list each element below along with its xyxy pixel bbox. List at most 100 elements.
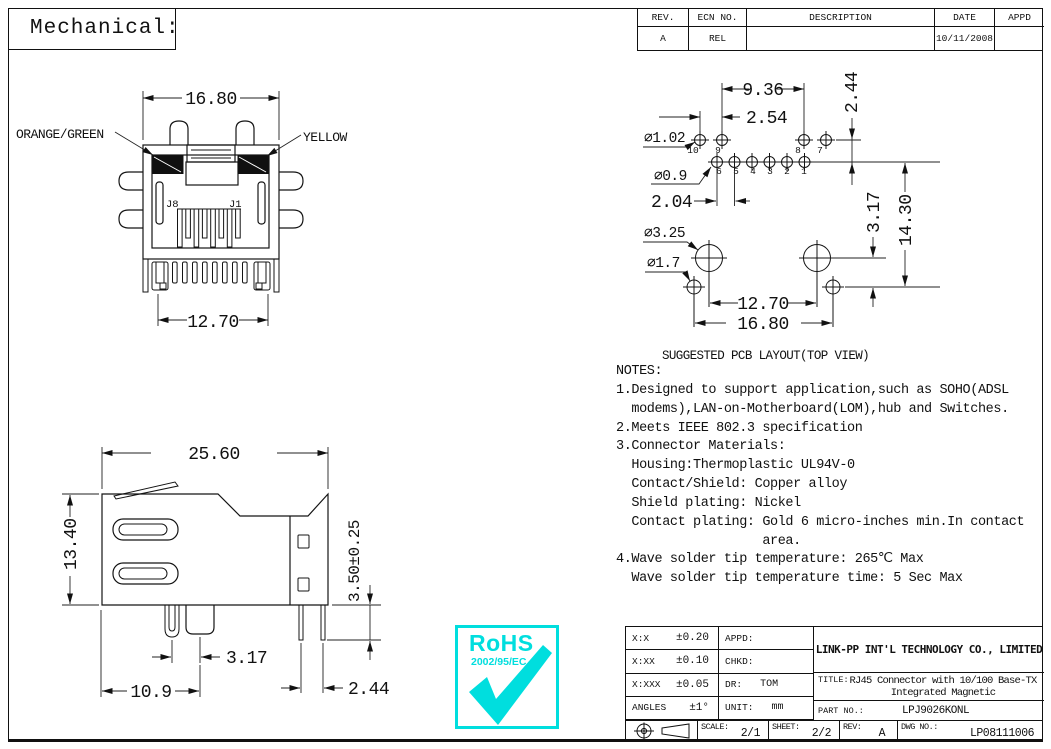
tolerance-value: ±1° [689,701,709,714]
rohs-checkmark [469,645,552,725]
company-name: LINK-PP INT'L TECHNOLOGY CO., LIMITED [814,627,1044,673]
drawing-title-line2: Integrated Magnetic [890,687,996,699]
rev-cell-appd [994,27,1044,50]
dwg-no-value: LP08111006 [969,726,1035,740]
drawing-title-line1: RJ45 Connector with 10/100 Base-TX [849,675,1037,687]
tolerance-value: ±0.20 [675,632,709,645]
rohs-directive: 2002/95/EC [471,656,527,668]
title-label: TITLE: [818,675,849,685]
pcb-layout-caption: SUGGESTED PCB LAYOUT(TOP VIEW) [662,349,869,363]
rev-header-appd: APPD [994,8,1044,27]
hole-number-9: 9 [715,145,721,156]
rev-cell-ecn: REL [688,27,746,50]
pin-label-j8: J8 [166,199,179,211]
dim-pcb-3-17: 3.17 [865,192,885,233]
unit-label: UNIT: [725,702,754,714]
sheet-value: 2/2 [811,726,832,740]
notes-block: NOTES: 1.Designed to support application… [616,363,1048,589]
dr-label: DR: [725,679,743,691]
tolerance-table: X:X ±0.20 APPD: X:XX ±0.10 CHKD: X:XXX ±… [626,627,814,720]
tolerance-row-xx: X:XX ±0.10 [626,650,719,674]
note-line: 3.Connector Materials: [616,439,786,455]
dim-side-25-60: 25.60 [188,445,240,465]
part-no-label: PART NO.: [818,705,864,716]
note-line: Contact plating: Gold 6 micro-inches min… [616,514,1025,530]
dwg-no-cell: DWG NO.: LP08111006 [898,721,1042,741]
side-view-drawing: 25.60 13.40 3.50±0.25 3.17 10.9 2.44 [62,445,390,703]
tolerance-row-angles: ANGLES ±1° [626,696,719,720]
dim-pcb-2-04: 2.04 [651,193,692,213]
tolerance-label: X:XX [632,655,655,667]
title-block: X:X ±0.20 APPD: X:XX ±0.10 CHKD: X:XXX ±… [625,626,1044,741]
rohs-name: RoHS [469,630,534,656]
hole-number-7: 7 [817,145,823,156]
sheet-cell: SHEET: 2/2 [769,721,840,741]
hole-number-6: 6 [716,166,722,177]
dim-pcb-12-70: 12.70 [737,295,789,315]
note-line: Housing:Thermoplastic UL94V-0 [616,458,855,474]
dr-cell: DR: TOM [719,673,814,697]
hole-number-2: 2 [784,166,790,177]
chkd-cell: CHKD: [719,650,814,674]
dim-side-3-50: 3.50±0.25 [346,520,364,602]
hole-number-8: 8 [795,145,801,156]
sheet-title-box: Mechanical: [8,8,179,50]
tolerance-label: X:XXX [632,679,661,691]
dia-label-1-02: ⌀1.02 [644,131,685,147]
led-left-label: ORANGE/GREEN [16,127,104,142]
dim-front-width: 16.80 [185,90,237,110]
dia-label-3-25: ⌀3.25 [644,226,685,242]
hole-number-1: 1 [801,166,807,177]
dim-side-3-17: 3.17 [226,649,267,669]
tolerance-label: ANGLES [632,702,667,714]
sheet-title: Mechanical: [30,17,180,40]
front-view-connector-outline [118,120,304,293]
drawing-title-cell: TITLE: RJ45 Connector with 10/100 Base-T… [814,673,1044,701]
dim-front-pins: 12.70 [187,313,239,333]
note-line: NOTES: [616,364,663,379]
hole-number-4: 4 [750,166,756,177]
chkd-label: CHKD: [725,655,754,667]
led-right-label: YELLOW [303,130,348,145]
front-view-drawing: J8 J1 16.80 12.70 ORANGE/GREEN YELLOW [16,90,348,333]
unit-value: mm [771,702,784,714]
hole-number-10: 10 [687,145,699,156]
scale-label: SCALE: [701,722,729,732]
part-no-value: LPJ9026KONL [902,704,970,717]
rev-header-date: DATE [934,8,994,27]
front-view-led-windows [152,155,269,174]
unit-cell: UNIT: mm [719,696,814,720]
rev-cell: REV: A [840,721,898,741]
note-line: Contact/Shield: Copper alloy [616,477,848,493]
dim-pcb-9-36: 9.36 [742,81,783,101]
rev-header-rev: REV. [638,8,688,27]
dim-pcb-2-54: 2.54 [746,109,787,129]
dim-side-13-40: 13.40 [62,518,82,570]
third-angle-projection-icon [634,722,690,740]
dwg-no-label: DWG NO.: [901,722,938,732]
tolerance-value: ±0.05 [675,678,709,691]
dia-label-0-9: ⌀0.9 [654,169,687,185]
dia-label-1-7: ⌀1.7 [647,256,680,272]
rev-header-description: DESCRIPTION [746,8,934,27]
scale-cell: SCALE: 2/1 [698,721,769,741]
projection-symbol-cell [626,721,698,741]
part-no-cell: PART NO.: LPJ9026KONL [814,701,1044,720]
note-line: modems),LAN-on-Motherboard(LOM),hub and … [616,401,1009,417]
dim-pcb-16-80: 16.80 [737,315,789,335]
tolerance-row-x: X:X ±0.20 [626,627,719,651]
note-line: Wave solder tip temperature time: 5 Sec … [616,571,963,587]
note-line: area. [616,533,801,549]
tolerance-value: ±0.10 [675,655,709,668]
dim-side-10-9: 10.9 [130,683,171,703]
side-view-dimensions [62,447,381,697]
rev-cell-description [746,27,934,50]
dim-pcb-14-30: 14.30 [897,194,917,246]
hole-number-3: 3 [767,166,773,177]
scale-value: 2/1 [740,726,761,740]
page-border [8,8,1043,742]
rev-cell-rev: A [660,33,666,44]
note-line: Shield plating: Nickel [616,495,801,511]
pcb-dimension-lines [643,83,940,326]
title-block-bottom-row: SCALE: 2/1 SHEET: 2/2 REV: A DWG NO.: LP… [626,720,1042,741]
